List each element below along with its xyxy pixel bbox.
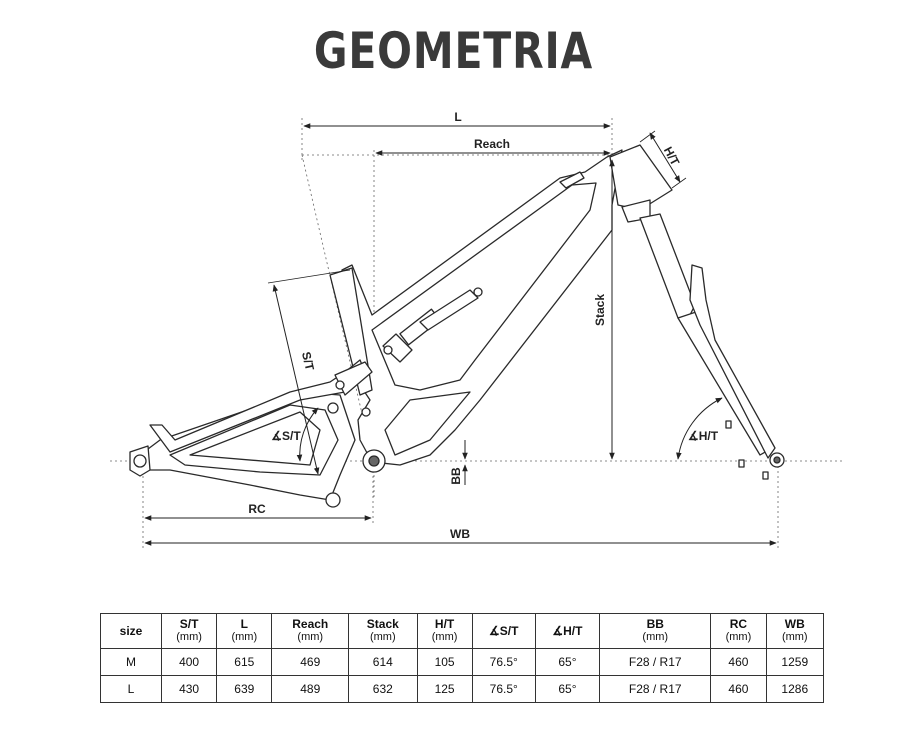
label-ht-angle: ∡H/T: [688, 429, 719, 443]
table-cell: M: [100, 648, 162, 676]
table-cell: 1286: [765, 675, 825, 703]
geometry-table: size S/T(mm) L(mm) Reach(mm) Stack(mm) H…: [100, 613, 825, 703]
table-cell: 76.5°: [471, 648, 536, 676]
frame-geometry-diagram: L Reach H/T Stack S/T ∡S/T ∡H/T BB RC WB: [110, 110, 842, 550]
table-cell: 489: [271, 675, 350, 703]
header-size: size: [100, 613, 162, 649]
st-angle-arc: [296, 407, 319, 462]
label-reach: Reach: [474, 137, 510, 151]
table-cell: 76.5°: [471, 675, 536, 703]
ht-dimension: [649, 132, 681, 183]
table-cell: L: [100, 675, 162, 703]
label-wb: WB: [450, 527, 470, 541]
header-reach: Reach(mm): [271, 613, 350, 649]
header-rc: RC(mm): [710, 613, 767, 649]
table-cell: F28 / R17: [599, 675, 712, 703]
header-st: S/T(mm): [160, 613, 218, 649]
table-row: M 400 615 469 614 105 76.5° 65° F28 / R1…: [100, 648, 825, 676]
header-l: L(mm): [216, 613, 273, 649]
table-cell: 430: [160, 675, 218, 703]
bike-frame: [129, 144, 785, 508]
table-cell: 400: [160, 648, 218, 676]
table-cell: 614: [348, 648, 418, 676]
ht-angle-arc: [676, 397, 723, 460]
table-cell: 105: [416, 648, 473, 676]
label-l: L: [454, 110, 461, 124]
page-title: GEOMETRIA: [313, 22, 594, 80]
label-rc: RC: [248, 502, 266, 516]
header-ht: H/T(mm): [416, 613, 473, 649]
table-cell: 460: [710, 675, 767, 703]
table-header-row: size S/T(mm) L(mm) Reach(mm) Stack(mm) H…: [100, 613, 825, 649]
table-cell: 65°: [534, 648, 601, 676]
header-bb: BB(mm): [599, 613, 712, 649]
label-st-angle: ∡S/T: [271, 429, 301, 443]
table-cell: 65°: [534, 675, 601, 703]
label-bb: BB: [449, 467, 463, 485]
table-cell: 615: [216, 648, 273, 676]
header-ht-angle: ∡H/T: [534, 613, 601, 649]
table-cell: 125: [416, 675, 473, 703]
table-cell: 469: [271, 648, 350, 676]
header-wb: WB(mm): [765, 613, 825, 649]
table-cell: F28 / R17: [599, 648, 712, 676]
table-cell: 639: [216, 675, 273, 703]
label-st: S/T: [299, 350, 317, 372]
rear-shock: [382, 287, 483, 363]
label-ht: H/T: [661, 144, 683, 168]
table-cell: 460: [710, 648, 767, 676]
table-cell: 632: [348, 675, 418, 703]
label-stack: Stack: [593, 294, 607, 326]
header-st-angle: ∡S/T: [471, 613, 536, 649]
table-row: L 430 639 489 632 125 76.5° 65° F28 / R1…: [100, 675, 825, 703]
table-cell: 1259: [765, 648, 825, 676]
dimension-lines: [144, 123, 777, 546]
header-stack: Stack(mm): [348, 613, 418, 649]
